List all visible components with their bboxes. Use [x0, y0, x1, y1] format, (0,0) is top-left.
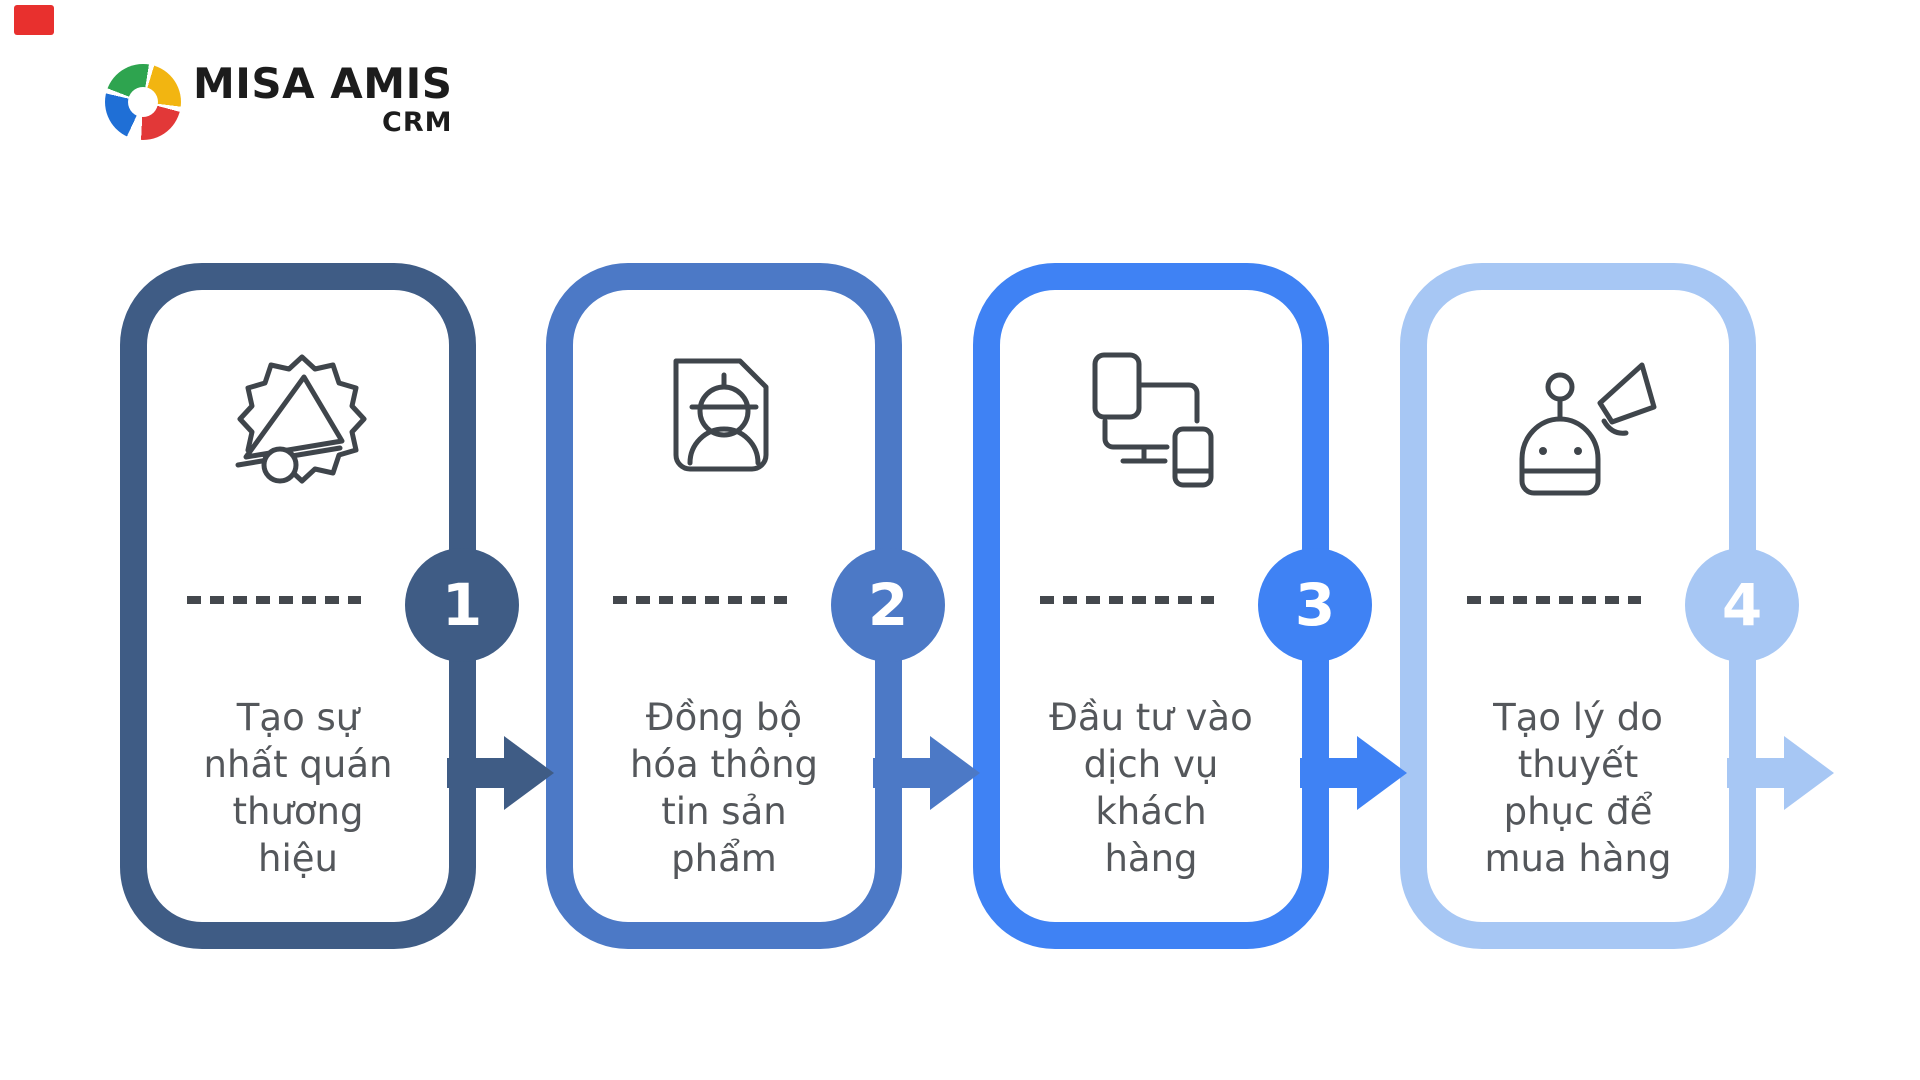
step-number-badge: 4 [1685, 548, 1799, 662]
flow-arrow-head-icon [1357, 736, 1407, 810]
step-number: 3 [1294, 571, 1336, 639]
flow-arrow-head-icon [1784, 736, 1834, 810]
brand-logo-text: MISA AMIS CRM [193, 60, 452, 138]
devices-sync-icon [1071, 345, 1231, 505]
step-label: Tạo lý do thuyết phục để mua hàng [1484, 696, 1672, 880]
flow-arrow-head-icon [504, 736, 554, 810]
step-number-badge: 3 [1258, 548, 1372, 662]
step-number: 4 [1721, 571, 1763, 639]
step-number: 1 [441, 571, 483, 639]
robot-megaphone-icon [1498, 345, 1658, 505]
flow-arrow-bar [447, 758, 507, 788]
megaphone-burst-icon [218, 345, 378, 505]
brand-name: MISA AMIS [193, 59, 453, 108]
brand-logo: MISA AMIS CRM [105, 60, 452, 140]
corner-marker [14, 5, 54, 35]
step-label: Tạo sự nhất quán thương hiệu [203, 696, 393, 880]
flow-arrow-head-icon [930, 736, 980, 810]
step-label: Đầu tư vào dịch vụ khách hàng [1049, 696, 1253, 880]
step-number-badge: 2 [831, 548, 945, 662]
id-badge-icon [644, 345, 804, 505]
flow-arrow-bar [873, 758, 933, 788]
step-card-1: 1 Tạo sự nhất quán thương hiệu [120, 263, 554, 949]
step-number-badge: 1 [405, 548, 519, 662]
step-number: 2 [867, 571, 909, 639]
flow-arrow-bar [1300, 758, 1360, 788]
step-label: Đồng bộ hóa thông tin sản phẩm [629, 696, 819, 880]
dashed-separator [1040, 596, 1214, 604]
dashed-separator [613, 596, 787, 604]
step-card-3: 3 Đầu tư vào dịch vụ khách hàng [973, 263, 1407, 949]
step-card-4: 4 Tạo lý do thuyết phục để mua hàng [1400, 263, 1834, 949]
brand-logo-icon [105, 64, 181, 140]
brand-product: CRM [382, 107, 453, 138]
dashed-separator [187, 596, 361, 604]
step-card-2: 2 Đồng bộ hóa thông tin sản phẩm [546, 263, 980, 949]
flow-arrow-bar [1727, 758, 1787, 788]
dashed-separator [1467, 596, 1641, 604]
